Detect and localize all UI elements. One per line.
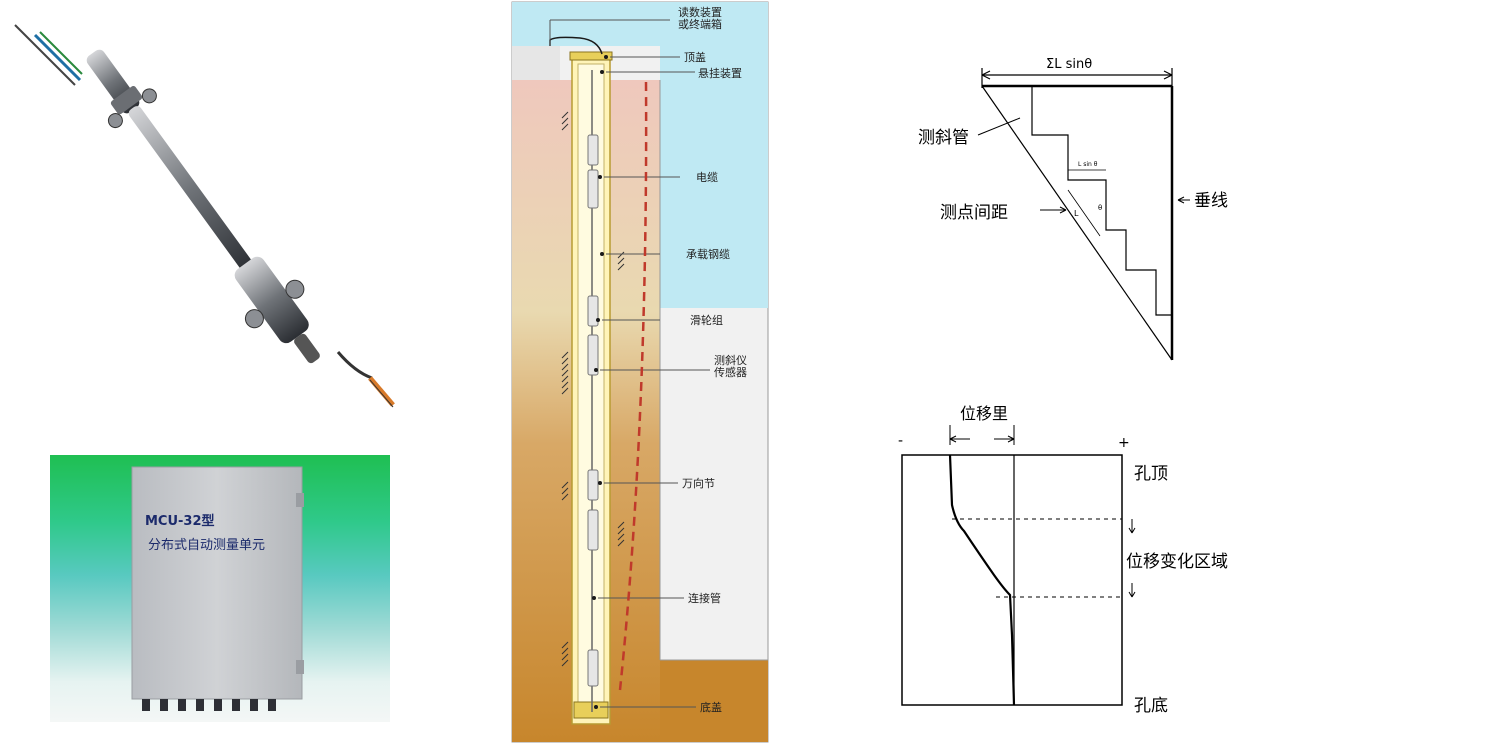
minus-sign: - <box>898 433 903 449</box>
label-reading-device-2: 或终端箱 <box>678 17 722 31</box>
inclination-geometry-diagram: ΣL sinθ 测斜管 测点间距 垂线 L sin θ L θ <box>900 40 1260 370</box>
top-cap-shape <box>569 51 613 61</box>
displacement-profile-diagram: 位移里 - + 孔顶 位移变化区域 孔底 <box>880 395 1240 725</box>
label-universal-joint: 万向节 <box>682 476 715 490</box>
mcu-box-photo: MCU-32型 分布式自动测量单元 <box>50 455 390 722</box>
label-reading-device-1: 读数装置 <box>678 5 722 19</box>
staircase-steps <box>1031 86 1172 316</box>
inclined-pipe-line <box>981 85 1173 361</box>
segment-label: L sin θ <box>1078 161 1098 168</box>
change-zone-label: 位移变化区域 <box>1126 552 1228 572</box>
profile-frame <box>901 454 1123 706</box>
label-connecting-pipe: 连接管 <box>688 591 721 605</box>
hole-top-label: 孔顶 <box>1134 464 1168 484</box>
sum-label: ΣL sinθ <box>1046 57 1092 72</box>
label-sensor-1: 测斜仪 <box>714 354 747 367</box>
label-pulley: 滑轮组 <box>690 313 723 327</box>
theta-label: θ <box>1098 204 1102 212</box>
bottom-cap-shape <box>573 701 609 719</box>
spacing-label: 测点间距 <box>940 203 1008 223</box>
inclinometer-sensor-photo <box>0 0 410 430</box>
hole-bottom-label: 孔底 <box>1134 696 1168 716</box>
wall-hatching <box>561 111 625 667</box>
label-suspension: 悬挂装置 <box>698 66 742 80</box>
borehole-installation-diagram: 读数装置 或终端箱 顶盖 悬挂装置 电缆 承载钢缆 滑轮组 测斜仪 传感器 万向… <box>510 0 772 745</box>
mcu-model-label: MCU-32型 <box>145 513 215 529</box>
reader-cable <box>549 36 603 55</box>
plumb-label: 垂线 <box>1194 191 1228 211</box>
displacement-curve <box>948 454 1016 706</box>
label-sensor-2: 传感器 <box>714 366 747 379</box>
displacement-label: 位移里 <box>960 404 1008 423</box>
label-top-cap: 顶盖 <box>684 50 706 64</box>
sensor-hook <box>336 351 395 408</box>
sensor-string <box>587 70 599 712</box>
mcu-name-label: 分布式自动测量单元 <box>148 538 265 553</box>
label-cable: 电缆 <box>696 171 718 184</box>
label-steel-cable: 承载钢缆 <box>686 248 730 261</box>
l-label: L <box>1074 209 1079 218</box>
sensor-body <box>86 49 320 364</box>
plus-sign: + <box>1118 435 1130 451</box>
cable-glands <box>142 699 276 711</box>
sensor-wires <box>14 24 83 86</box>
enclosure-box <box>131 466 303 700</box>
deflection-curve <box>618 81 648 691</box>
label-bottom-cap: 底盖 <box>700 700 722 714</box>
pipe-label: 测斜管 <box>918 128 969 148</box>
